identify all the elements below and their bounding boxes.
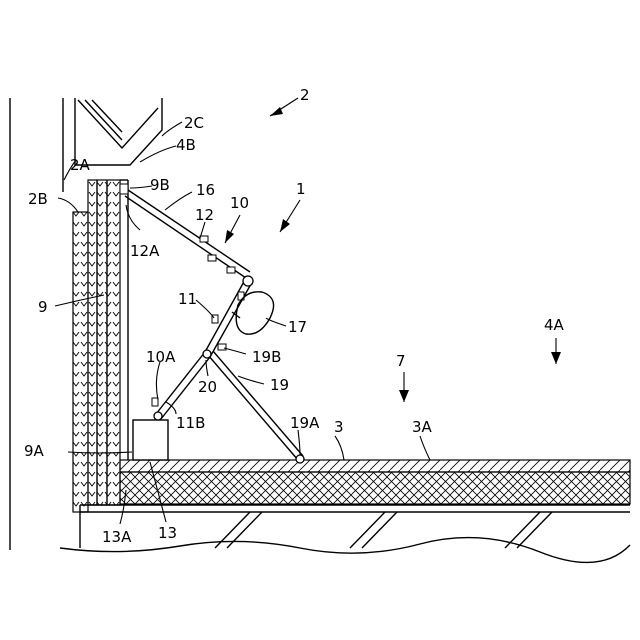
label-7: 7: [396, 352, 406, 370]
label-19A: 19A: [290, 414, 320, 432]
label-9: 9: [38, 298, 48, 316]
label-19B: 19B: [252, 348, 281, 366]
label-2C: 2C: [184, 114, 204, 132]
floor-structure: [60, 460, 630, 562]
label-4A: 4A: [544, 316, 565, 334]
label-10: 10: [230, 194, 249, 212]
label-12A: 12A: [130, 242, 160, 260]
label-2A: 2A: [70, 156, 91, 174]
label-2B: 2B: [28, 190, 48, 208]
base-block: [133, 420, 168, 460]
label-13A: 13A: [102, 528, 132, 546]
label-11B: 11B: [176, 414, 205, 432]
label-11: 11: [178, 290, 197, 308]
label-9A: 9A: [24, 442, 45, 460]
upper-frame: [63, 98, 162, 192]
label-4B: 4B: [176, 136, 196, 154]
label-3A: 3A: [412, 418, 433, 436]
label-13: 13: [158, 524, 177, 542]
label-20: 20: [198, 378, 217, 396]
label-9B: 9B: [150, 176, 170, 194]
label-16: 16: [196, 181, 215, 199]
label-10A: 10A: [146, 348, 176, 366]
label-1: 1: [296, 180, 306, 198]
label-19: 19: [270, 376, 289, 394]
label-12: 12: [195, 206, 214, 224]
label-17: 17: [288, 318, 307, 336]
label-3: 3: [334, 418, 344, 436]
label-2: 2: [300, 86, 310, 104]
